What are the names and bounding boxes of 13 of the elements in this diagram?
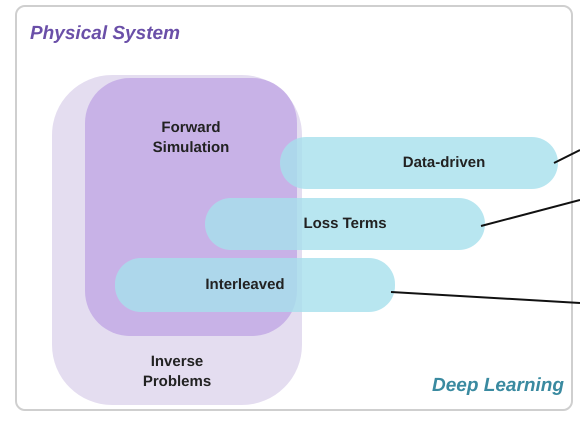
node-label: Data-driven [402,153,486,173]
node-label: Inverse Problems [142,352,212,391]
leader-line [390,291,580,304]
pill-shape [280,137,558,189]
node-label: Forward Simulation [152,118,230,157]
node-label: Interleaved [205,275,285,295]
leader-line [480,199,580,227]
pill-shape [205,198,485,250]
leader-line [554,149,580,164]
region-title: Deep Learning [432,374,564,398]
region-title: Physical System [30,22,180,46]
node-label: Loss Terms [303,214,387,234]
pill-shape [115,258,395,312]
